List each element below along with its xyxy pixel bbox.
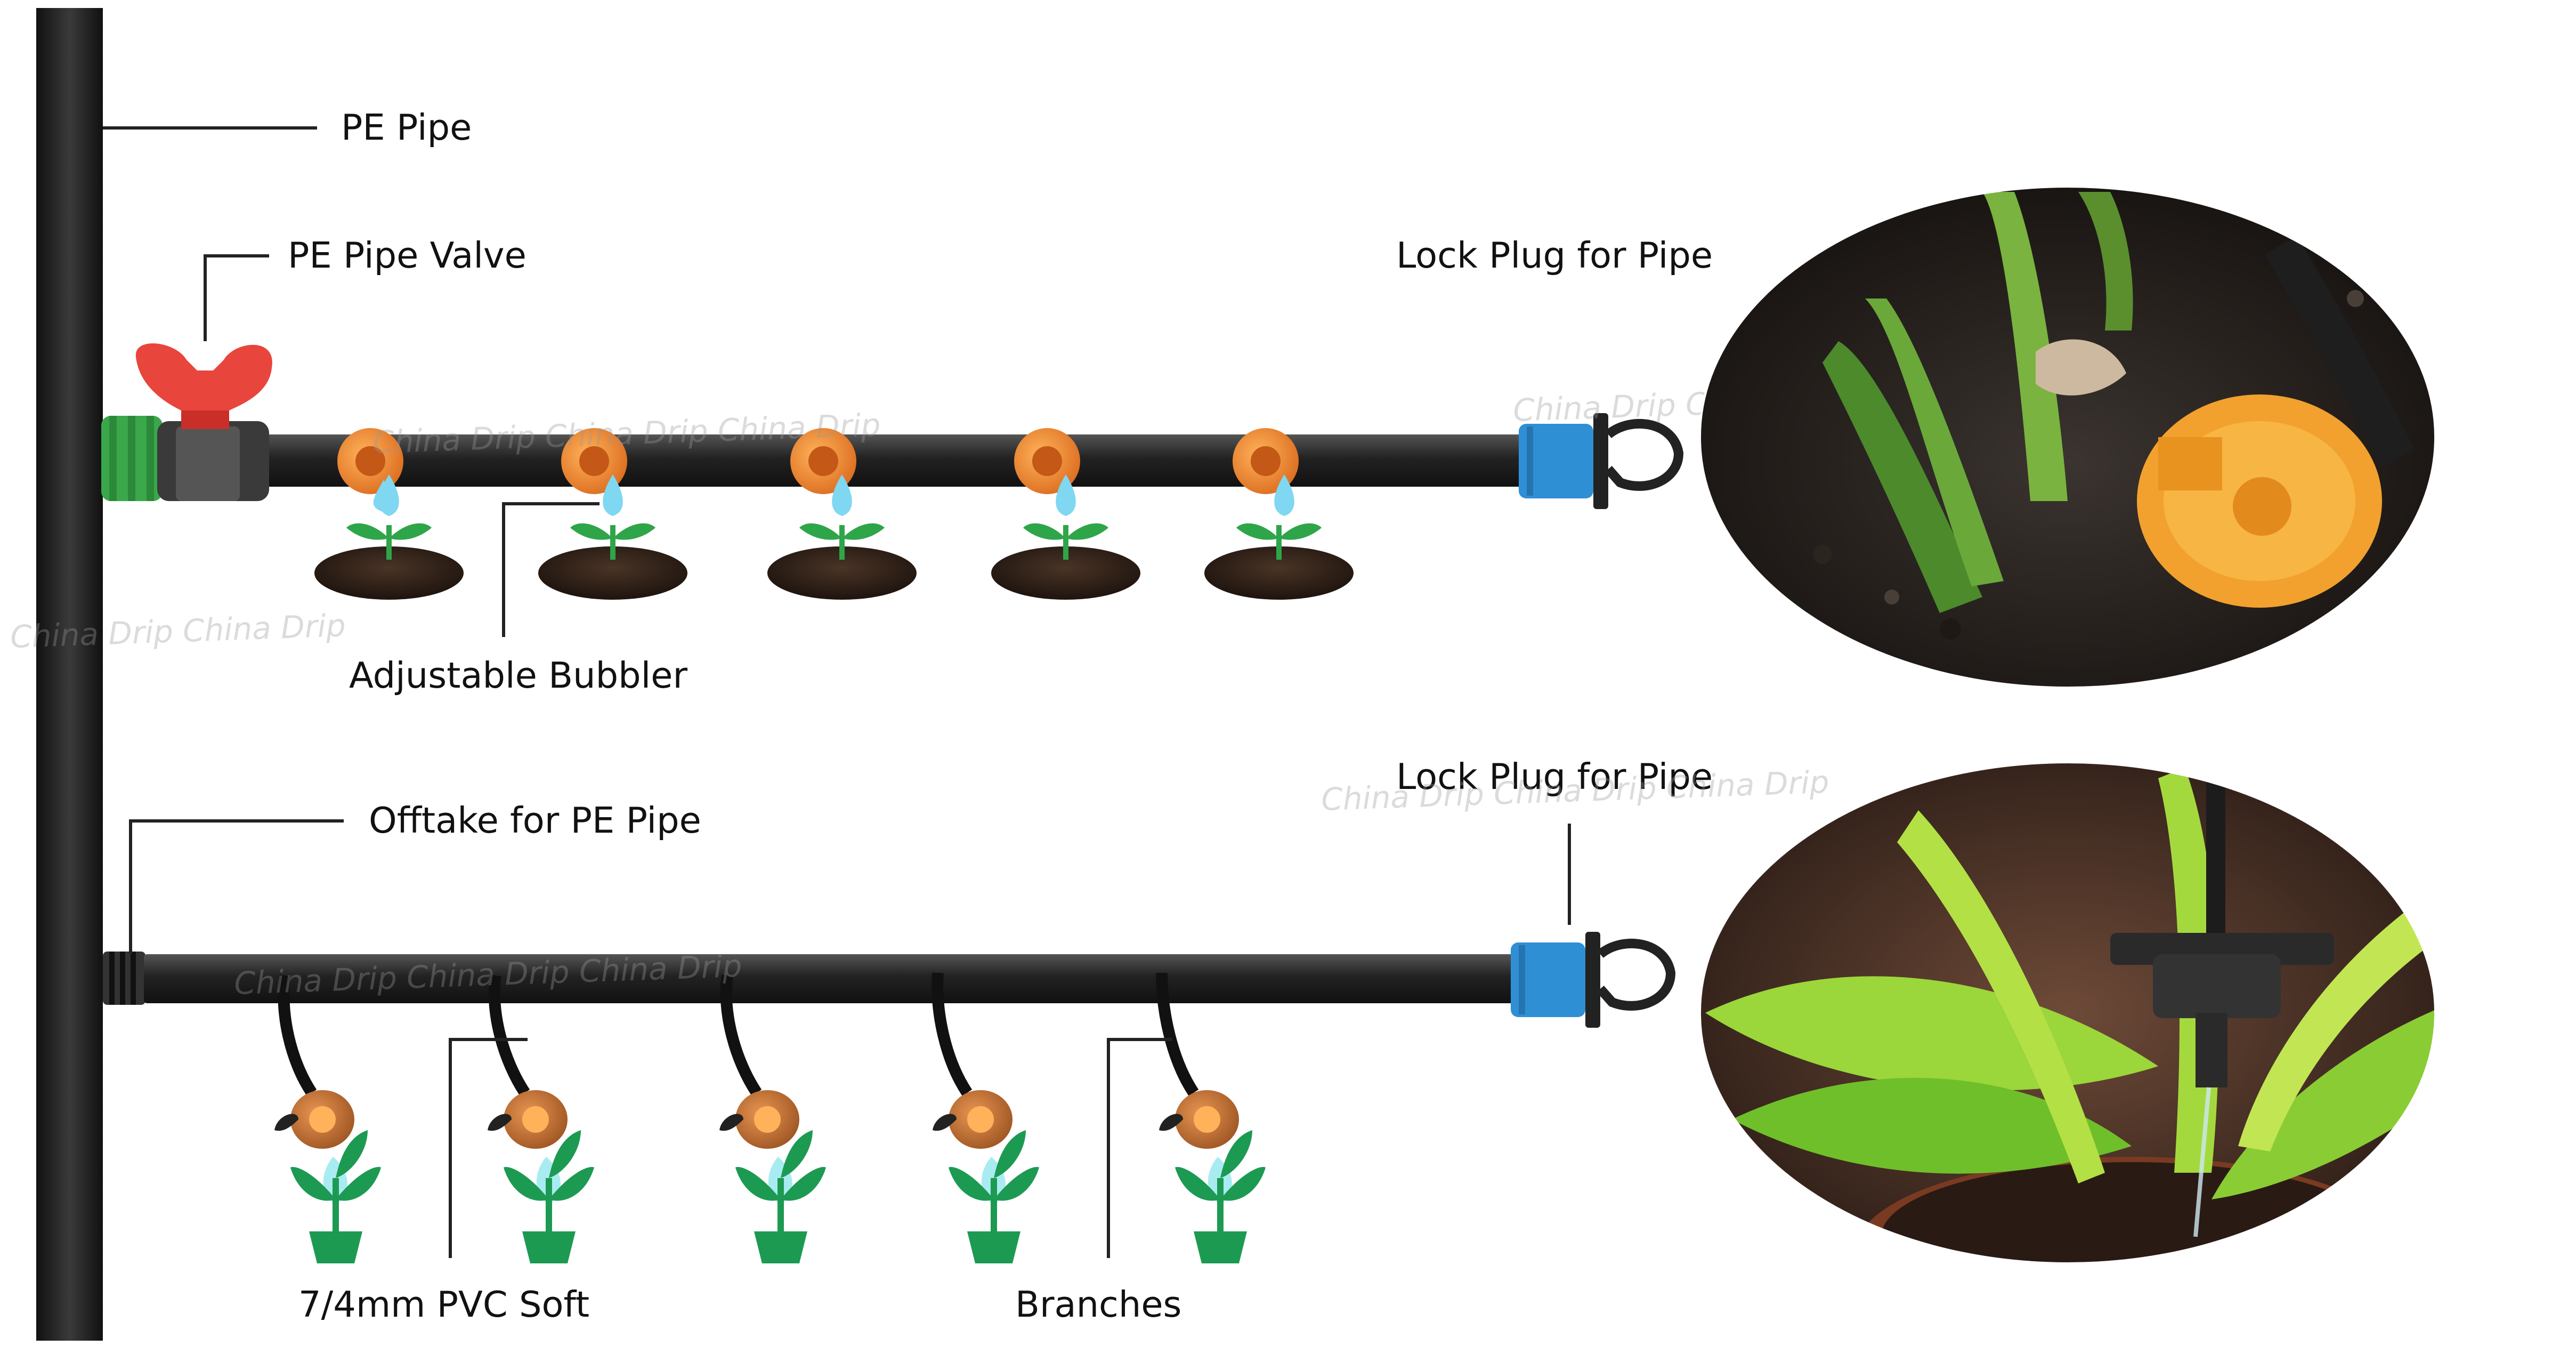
label-pe-pipe: PE Pipe	[341, 107, 472, 148]
pvc-soft-branch	[278, 974, 317, 1097]
label-branches: Branches	[1015, 1284, 1181, 1325]
label-offtake: Offtake for PE Pipe	[369, 800, 701, 841]
green-connector	[101, 416, 163, 501]
label-pvc-soft: 7/4mm PVC Soft	[298, 1284, 589, 1325]
plant-with-soil	[1204, 523, 1354, 600]
potted-plant	[504, 1130, 594, 1263]
adjustable-bubbler	[1014, 428, 1080, 494]
bubbler-water-drop	[1274, 474, 1294, 516]
leader-branches	[1107, 1038, 1172, 1258]
pvc-soft-branch	[1156, 972, 1199, 1097]
bubbler-water-drop	[1056, 474, 1076, 516]
offtake-fitting	[103, 952, 145, 1005]
leader-offtake	[129, 819, 344, 954]
plant-with-soil	[538, 523, 687, 600]
potted-plant	[1175, 1130, 1266, 1263]
lock-plug-top	[1519, 413, 1684, 509]
dripper	[933, 1090, 1012, 1149]
dripper	[1159, 1090, 1239, 1149]
label-lock-plug-top: Lock Plug for Pipe	[1396, 235, 1713, 276]
photo-bubbler-in-soil	[1699, 186, 2436, 689]
labels: PE Pipe PE Pipe Valve Lock Plug for Pipe…	[288, 107, 1713, 1325]
leader-lines	[103, 126, 1571, 1258]
potted-plant	[949, 1130, 1039, 1263]
pvc-soft-branch	[488, 974, 530, 1097]
plant-with-soil	[314, 523, 464, 600]
potted-plant	[290, 1130, 381, 1263]
dripper	[488, 1090, 568, 1149]
dripper	[274, 1090, 354, 1149]
label-pe-pipe-valve: PE Pipe Valve	[288, 235, 526, 276]
top-pe-pipe	[234, 434, 1529, 487]
leader-bubbler	[502, 502, 600, 637]
lock-plug-bottom	[1511, 932, 1676, 1028]
leader-pvc-soft	[449, 1038, 528, 1258]
plant-with-soil	[991, 523, 1140, 600]
bubbler-water-drop	[603, 474, 623, 516]
adjustable-bubbler	[790, 428, 856, 494]
pe-pipe-valve	[135, 343, 272, 501]
adjustable-bubbler	[561, 428, 627, 494]
pvc-soft-branch	[931, 972, 973, 1097]
main-pe-pipe	[36, 8, 103, 1341]
leader-pe-valve	[204, 254, 269, 341]
label-lock-plug-bottom: Lock Plug for Pipe	[1396, 756, 1713, 797]
photo-dripper-on-plant	[1699, 761, 2436, 1264]
bottom-dripper-row	[274, 972, 1266, 1263]
pvc-soft-branch	[720, 974, 762, 1097]
adjustable-bubbler	[1233, 428, 1299, 494]
plant-with-soil	[767, 523, 917, 600]
dripper	[719, 1090, 799, 1149]
bubbler-water-drop	[832, 474, 852, 516]
potted-plant	[735, 1130, 826, 1263]
bubbler-water-drop	[379, 474, 399, 516]
top-bubbler-row	[314, 428, 1354, 600]
label-adjustable-bubbler: Adjustable Bubbler	[349, 655, 687, 696]
